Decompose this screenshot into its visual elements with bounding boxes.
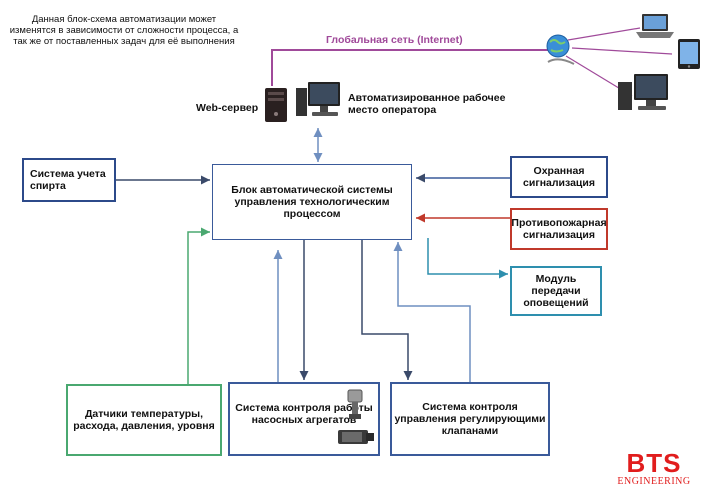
internet-line [271, 49, 548, 86]
valves-link-left [361, 240, 413, 380]
notification-module-box: Модуль передачи оповещений [510, 266, 602, 316]
logo-main-text: BTS [626, 448, 682, 478]
valves-control-box: Система контроля управления регулирующим… [390, 382, 550, 456]
pump-unit-icon [338, 430, 374, 444]
fire-alarm-box: Противопожарная сигнализация [510, 208, 608, 250]
sensors-central-arrow [187, 227, 210, 384]
alcohol-accounting-box: Система учета спирта [22, 158, 116, 202]
pressure-sensor-icon [347, 389, 363, 419]
globe-laptop-link [567, 27, 641, 41]
security-alarm-box: Охранная сигнализация [510, 156, 608, 198]
alcohol-accounting-label: Система учета спирта [30, 168, 106, 192]
globe-icon [546, 34, 575, 65]
operator-workplace-label: Автоматизированное рабочее место операто… [348, 92, 506, 116]
operator-pc-icon [296, 82, 340, 116]
valves-control-label: Система контроля управления регулирующим… [394, 401, 546, 437]
tablet-icon [678, 39, 700, 69]
internet-label: Глобальная сеть (Internet) [326, 34, 463, 46]
desktop-pc-icon [618, 74, 668, 110]
security-alarm-label: Охранная сигнализация [523, 165, 595, 189]
fire-alarm-label: Противопожарная сигнализация [511, 217, 607, 241]
diagram-note: Данная блок-схема автоматизации может из… [9, 14, 239, 47]
web-server-label: Web-сервер [196, 102, 259, 114]
globe-tablet-link [571, 47, 673, 55]
web-server-icon [265, 88, 287, 122]
sensors-label: Датчики температуры, расхода, давления, … [73, 408, 215, 432]
valves-link-right [393, 242, 471, 382]
central-control-block: Блок автоматической системы управления т… [212, 164, 412, 240]
sensors-box: Датчики температуры, расхода, давления, … [66, 384, 222, 456]
logo-sub-text: ENGINEERING [617, 476, 691, 487]
central-control-block-label: Блок автоматической системы управления т… [231, 184, 393, 220]
bts-engineering-logo: BTS ENGINEERING [606, 450, 702, 487]
notification-module-label: Модуль передачи оповещений [523, 273, 589, 309]
pumps-control-label: Система контроля работы насосных агрегат… [235, 402, 373, 426]
laptop-icon [636, 14, 674, 38]
central-notify-arrow [427, 238, 508, 279]
